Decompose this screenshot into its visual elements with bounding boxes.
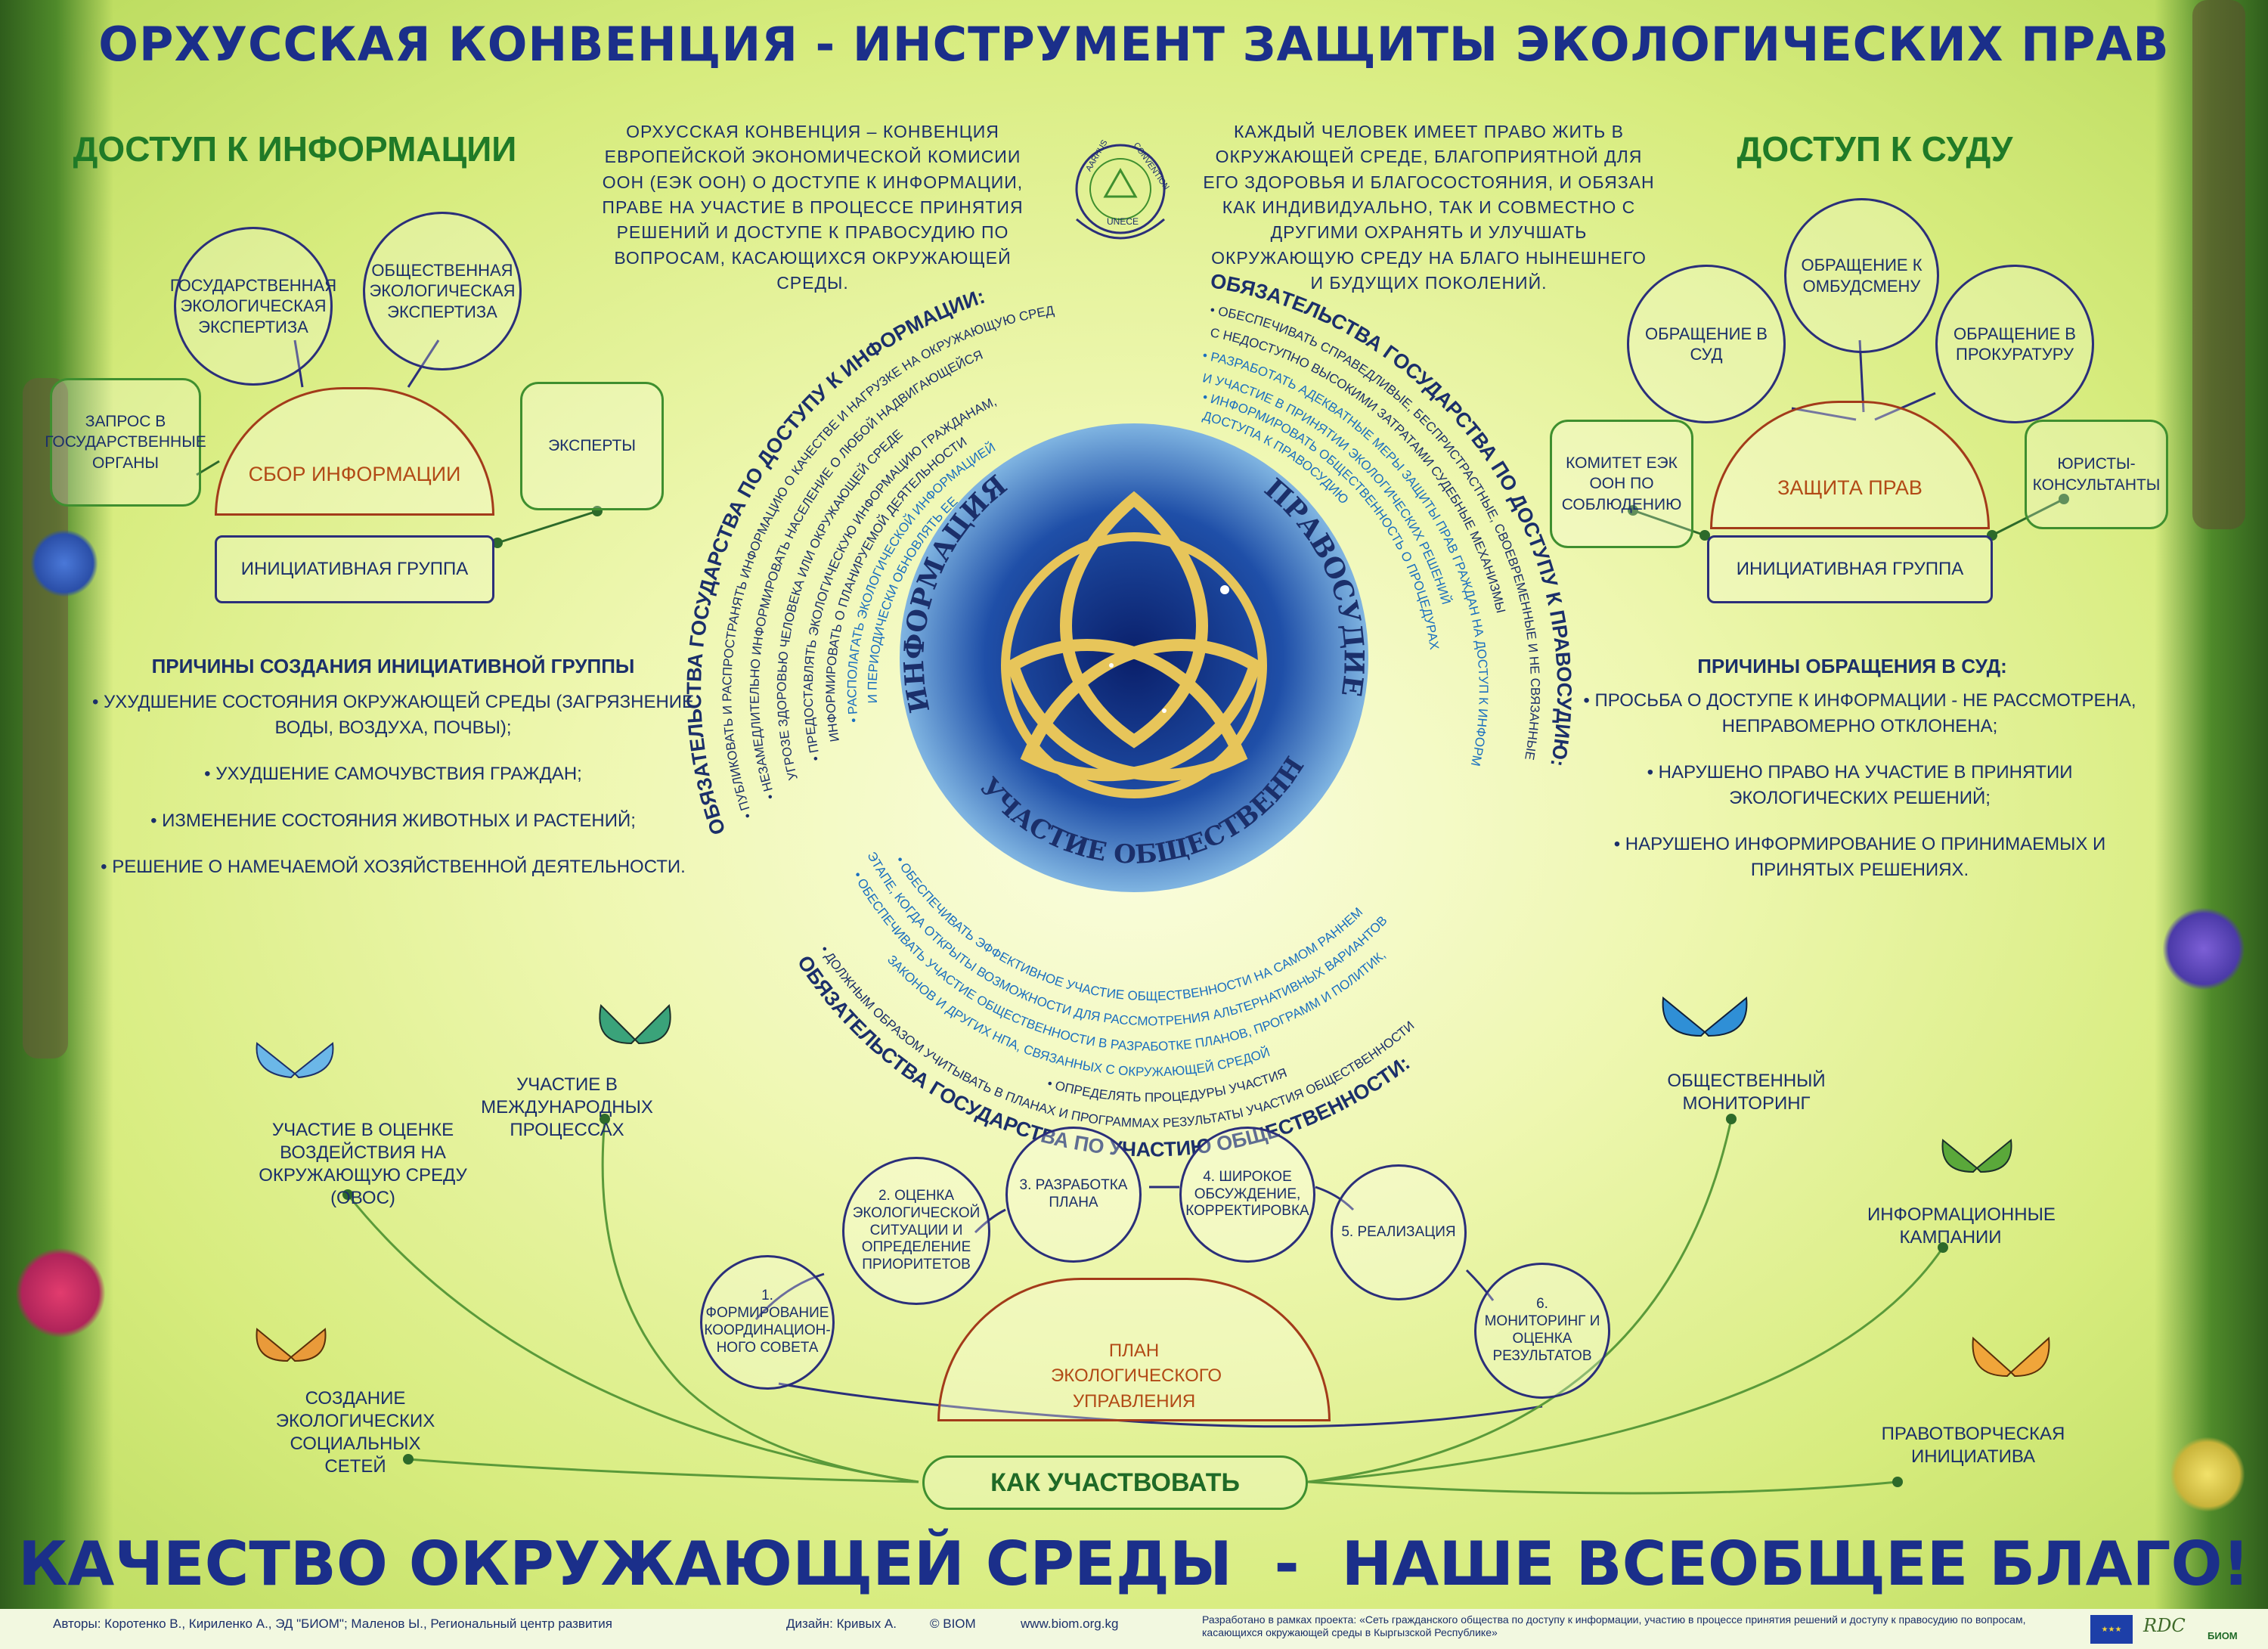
right-reason-item: • ПРОСЬБА О ДОСТУПЕ К ИНФОРМАЦИИ - НЕ РА… [1583,690,2136,736]
right-reasons-heading: ПРИЧИНЫ ОБРАЩЕНИЯ В СУД: [1697,655,2007,677]
butterfly-icon [256,1042,334,1079]
state-expertise-circle: ГОСУДАРСТВЕННАЯ ЭКОЛОГИЧЕСКАЯ ЭКСПЕРТИЗА [170,227,336,386]
right-reason-item: • НАРУШЕНО ИНФОРМИРОВАНИЕ О ПРИНИМАЕМЫХ … [1613,834,2106,880]
lawyers-box: ЮРИСТЫ-КОНСУЛЬТАНТЫ [2025,420,2168,529]
step-1-label: 1. ФОРМИРОВАНИЕ КООРДИНАЦИОН-НОГО СОВЕТА [704,1288,831,1356]
footer-authors: Авторы: Коротенко В., Кириленко А., ЭД "… [53,1616,612,1631]
state-expertise-label: ГОСУДАРСТВЕННАЯ ЭКОЛОГИЧЕСКАЯ ЭКСПЕРТИЗА [169,275,337,336]
step-2: 2. ОЦЕНКА ЭКОЛОГИЧЕСКОЙ СИТУАЦИИ И ОПРЕД… [842,1157,990,1305]
right-tree-trunk [2192,0,2245,529]
flower-icon [2170,1437,2245,1512]
page-title: ОРХУССКАЯ КОНВЕНЦИЯ - ИНСТРУМЕНТ ЗАЩИТЫ … [98,17,2170,72]
eu-flag-icon: ★★★ [2090,1615,2133,1644]
footer-project: Разработано в рамках проекта: «Сеть граж… [1202,1613,2026,1638]
court-label: ОБРАЩЕНИЕ В СУД [1645,324,1768,364]
prosecutor-label: ОБРАЩЕНИЕ В ПРОКУРАТУРУ [1954,324,2076,364]
flower-icon [2162,907,2245,990]
step-5: 5. РЕАЛИЗАЦИЯ [1331,1164,1467,1300]
prosecutor-circle: ОБРАЩЕНИЕ В ПРОКУРАТУРУ [1935,265,2094,423]
request-label: ЗАПРОС В ГОСУДАРСТВЕННЫЕ ОРГАНЫ [45,413,206,472]
step-2-label: 2. ОЦЕНКА ЭКОЛОГИЧЕСКОЙ СИТУАЦИИ И ОПРЕД… [852,1188,981,1273]
footer-band [0,1609,2268,1649]
step-4: 4. ШИРОКОЕ ОБСУЖДЕНИЕ, КОРРЕКТИРОВКА [1179,1127,1315,1263]
label-lawmaking: ПРАВОТВОРЧЕСКАЯ ИНИЦИАТИВА [1881,1424,2065,1467]
right-reasons-list: • ПРОСЬБА О ДОСТУПЕ К ИНФОРМАЦИИ - НЕ РА… [1565,688,2155,904]
committee-box: КОМИТЕТ ЕЭК ООН ПО СОБЛЮДЕНИЮ [1550,420,1693,548]
label-ovos: УЧАСТИЕ В ОЦЕНКЕ ВОЗДЕЙСТВИЯ НА ОКРУЖАЮЩ… [259,1120,467,1208]
public-expertise-circle: ОБЩЕСТВЕННАЯ ЭКОЛОГИЧЕСКАЯ ЭКСПЕРТИЗА [363,212,522,370]
footer-design: Дизайн: Кривых А. [786,1616,897,1631]
intro-left: ОРХУССКАЯ КОНВЕНЦИЯ – КОНВЕНЦИЯ ЕВРОПЕЙС… [602,122,1024,293]
left-reasons-list: • УХУДШЕНИЕ СОСТОЯНИЯ ОКРУЖАЮЩЕЙ СРЕДЫ (… [83,690,703,901]
flower-icon [15,1248,106,1338]
step-6: 6. МОНИТОРИНГ И ОЦЕНКА РЕЗУЛЬТАТОВ [1474,1263,1610,1399]
request-box: ЗАПРОС В ГОСУДАРСТВЕННЫЕ ОРГАНЫ [45,378,206,507]
lawyers-label: ЮРИСТЫ-КОНСУЛЬТАНТЫ [2032,455,2161,494]
left-reasons-heading: ПРИЧИНЫ СОЗДАНИЯ ИНИЦИАТИВНОЙ ГРУППЫ [151,655,635,677]
step-3: 3. РАЗРАБОТКА ПЛАНА [1005,1127,1142,1263]
footer-copyright: © BIOM [930,1616,976,1631]
step-4-label: 4. ШИРОКОЕ ОБСУЖДЕНИЕ, КОРРЕКТИРОВКА [1185,1168,1309,1220]
left-reason-item: • УХУДШЕНИЕ СОСТОЯНИЯ ОКРУЖАЮЩЕЙ СРЕДЫ (… [91,692,695,738]
rdc-logo: RDC [2143,1615,2186,1636]
step-3-label: 3. РАЗРАБОТКА ПЛАНА [1019,1177,1128,1210]
left-reason-item: • УХУДШЕНИЕ САМОЧУВСТВИЯ ГРАЖДАН; [204,764,582,785]
experts-label: ЭКСПЕРТЫ [548,437,636,455]
left-heading: ДОСТУП К ИНФОРМАЦИИ [73,129,517,169]
butterfly-icon [1941,1139,2012,1173]
step-6-label: 6. МОНИТОРИНГ И ОЦЕНКА РЕЗУЛЬТАТОВ [1484,1296,1600,1364]
how-to-participate: КАК УЧАСТВОВАТЬ [922,1455,1308,1510]
left-group-label: ИНИЦИАТИВНАЯ ГРУППА [240,559,469,579]
step-5-label: 5. РЕАЛИЗАЦИЯ [1341,1223,1456,1240]
left-reason-item: • РЕШЕНИЕ О НАМЕЧАЕМОЙ ХОЗЯЙСТВЕННОЙ ДЕЯ… [101,857,686,878]
step-1: 1. ФОРМИРОВАНИЕ КООРДИНАЦИОН-НОГО СОВЕТА [700,1255,835,1390]
label-campaigns: ИНФОРМАЦИОННЫЕ КАМПАНИИ [1867,1204,2056,1248]
left-reason-item: • ИЗМЕНЕНИЕ СОСТОЯНИЯ ЖИВОТНЫХ И РАСТЕНИ… [150,810,636,831]
emblem-bottom-text: UNECE [1107,216,1139,227]
footer-site[interactable]: www.biom.org.kg [1021,1616,1119,1631]
right-group-label: ИНИЦИАТИВНАЯ ГРУППА [1736,559,1964,579]
right-heading: ДОСТУП К СУДУ [1737,129,2013,169]
label-networks: СОЗДАНИЕ ЭКОЛОГИЧЕСКИХ СОЦИАЛЬНЫХ СЕТЕЙ [275,1388,435,1477]
public-expertise-label: ОБЩЕСТВЕННАЯ ЭКОЛОГИЧЕСКАЯ ЭКСПЕРТИЗА [369,260,516,321]
plan-dome: ПЛАН ЭКОЛОГИЧЕСКОГО УПРАВЛЕНИЯ [937,1278,1331,1421]
butterfly-icon [599,1003,671,1045]
plan-label: ПЛАН ЭКОЛОГИЧЕСКОГО УПРАВЛЕНИЯ [1051,1340,1222,1412]
label-monitoring: ОБЩЕСТВЕННЫЙ МОНИТОРИНГ [1667,1071,1826,1114]
experts-box: ЭКСПЕРТЫ [520,382,664,510]
butterfly-icon [1662,997,1748,1037]
how-label: КАК УЧАСТВОВАТЬ [990,1468,1240,1497]
butterfly-icon [256,1328,327,1362]
aarhus-emblem: AARHUS CONVENTION UNECE [1060,129,1181,250]
flower-icon [30,529,98,597]
ombudsman-label: ОБРАЩЕНИЕ К ОМБУДСМЕНУ [1801,256,1923,296]
intro-right: КАЖДЫЙ ЧЕЛОВЕК ИМЕЕТ ПРАВО ЖИТЬ В ОКРУЖА… [1203,122,1655,293]
right-reason-item: • НАРУШЕНО ПРАВО НА УЧАСТИЕ В ПРИНЯТИИ Э… [1647,762,2073,808]
left-initiative-group: ИНИЦИАТИВНАЯ ГРУППА [215,535,494,603]
biom-logo: БИОМ [2208,1630,2238,1641]
committee-label: КОМИТЕТ ЕЭК ООН ПО СОБЛЮДЕНИЮ [1561,454,1682,513]
rights-protection-label: ЗАЩИТА ПРАВ [1777,476,1923,499]
slogan: КАЧЕСТВО ОКРУЖАЮЩЕЙ СРЕДЫ - НАШЕ ВСЕОБЩЕ… [18,1529,2250,1599]
right-initiative-group: ИНИЦИАТИВНАЯ ГРУППА [1707,535,1993,603]
butterfly-icon [1972,1336,2050,1378]
label-intl: УЧАСТИЕ В МЕЖДУНАРОДНЫХ ПРОЦЕССАХ [481,1074,653,1140]
collect-info-label: СБОР ИНФОРМАЦИИ [248,462,461,485]
ombudsman-circle: ОБРАЩЕНИЕ К ОМБУДСМЕНУ [1784,198,1939,353]
court-circle: ОБРАЩЕНИЕ В СУД [1627,265,1786,423]
